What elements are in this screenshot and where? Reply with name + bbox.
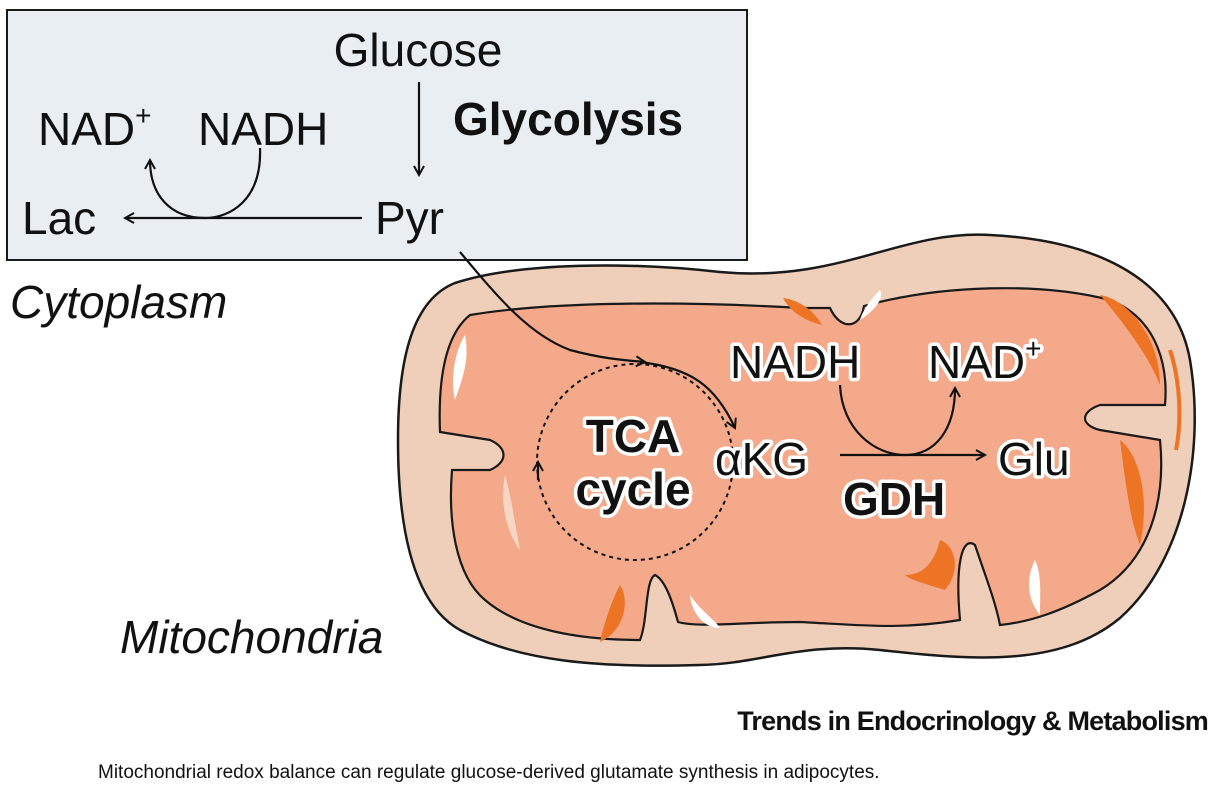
arrow-pyr-to-tca [459, 251, 645, 362]
tca-label-line2: cycle [575, 463, 690, 515]
gdh-label: GDH [843, 473, 945, 525]
glycolysis-label: Glycolysis [453, 93, 683, 145]
cyto-nadh-label: NADH [198, 103, 328, 155]
glu-label: Glu [998, 433, 1070, 485]
mitochondria-arrows [537, 363, 985, 561]
mito-inner-membrane [438, 287, 1167, 642]
lac-label: Lac [22, 192, 96, 244]
mito-nadh-label: NADH [730, 336, 860, 388]
arrow-nadh-to-nadplus [150, 147, 262, 220]
figure-caption: Mitochondrial redox balance can regulate… [98, 762, 880, 783]
cytoplasm-region-label: Cytoplasm [10, 276, 227, 328]
arrow-mito-nadh-to-nadplus [838, 384, 955, 457]
mitochondrion [396, 233, 1196, 667]
journal-credit: Trends in Endocrinology & Metabolism [737, 706, 1208, 736]
cytoplasm-arrows [125, 82, 735, 428]
pyr-label: Pyr [375, 192, 444, 244]
cyto-nad-plus-label: NAD+ [38, 100, 151, 155]
mito-nad-plus-label: NAD+ [928, 333, 1041, 388]
glucose-label: Glucose [334, 24, 503, 76]
cristae-highlights [453, 290, 1182, 642]
akg-label: αKG [715, 433, 808, 485]
arrow-tca-to-akg [639, 360, 735, 428]
mitochondria-region-label: Mitochondria [120, 611, 383, 663]
tca-label-line1: TCA [586, 410, 681, 462]
